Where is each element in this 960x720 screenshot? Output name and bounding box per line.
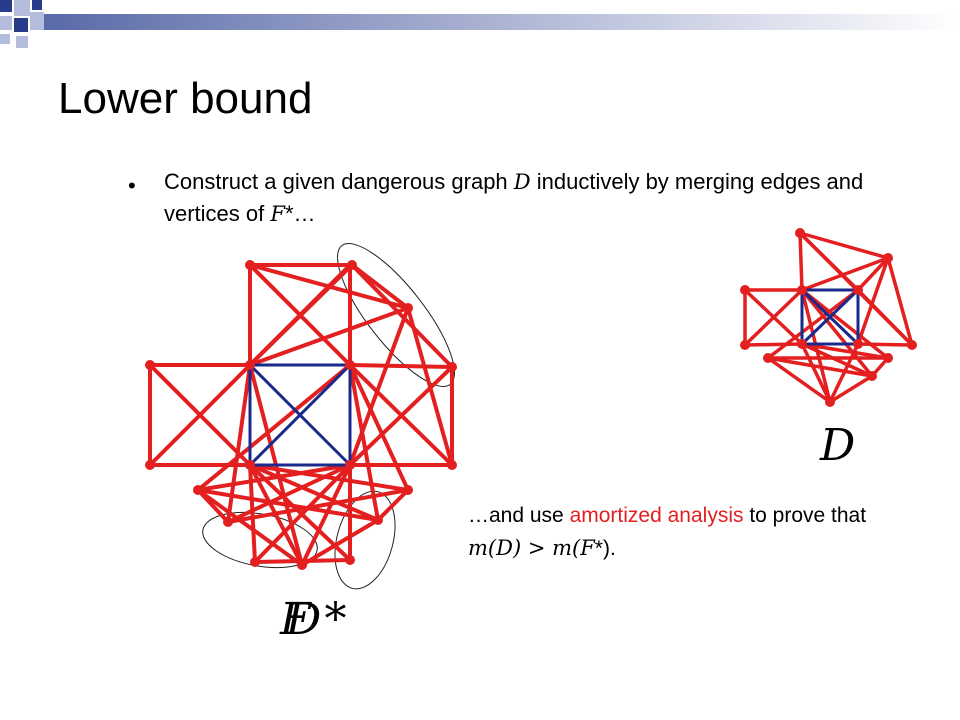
slide-title: Lower bound	[58, 74, 313, 123]
bullet-item: • Construct a given dangerous graph D in…	[128, 166, 868, 230]
bullet-dot-icon: •	[128, 173, 136, 198]
graph-f-star-label: F *	[280, 594, 347, 645]
followup-close: ).	[602, 537, 616, 560]
bullet-ellipsis: …	[293, 201, 316, 226]
followup-text-1: …and use	[468, 504, 570, 527]
followup-text-2: to prove that	[743, 504, 867, 527]
math-paren-d: (D)	[487, 536, 522, 560]
graph-d-overlap-label: D	[286, 594, 322, 645]
highlight-text: amortized analysis	[569, 504, 744, 527]
math-paren-f: (F	[572, 536, 595, 560]
math-m1: m	[468, 536, 488, 560]
bullet-text-1: Construct a given dangerous graph	[164, 169, 514, 194]
bullet-list: • Construct a given dangerous graph D in…	[128, 166, 868, 230]
grouping-ellipse	[334, 490, 396, 590]
bullet-text-2: inductively by merging edges and vertice…	[164, 169, 864, 226]
math-star-2: *	[594, 537, 603, 560]
header-decoration	[0, 0, 960, 48]
math-m2: m	[552, 536, 573, 560]
graph-d-label: D	[820, 420, 856, 471]
math-gt: >	[521, 536, 553, 560]
math-star: *	[284, 201, 294, 226]
math-var-d: D	[513, 170, 531, 194]
math-var-f: F	[270, 202, 285, 226]
followup-text: …and use amortized analysis to prove tha…	[468, 500, 908, 565]
